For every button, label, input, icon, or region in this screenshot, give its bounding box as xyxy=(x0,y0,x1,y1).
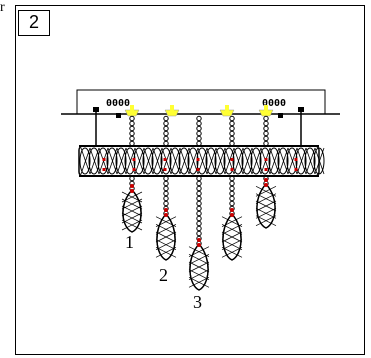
ceiling-plate xyxy=(76,89,326,115)
yellow-clip-2 xyxy=(164,105,180,117)
hanging-chains xyxy=(129,115,269,247)
plate-right-label: 0000 xyxy=(262,98,286,109)
crystal-drop-2 xyxy=(155,212,177,261)
pendant-label-1: 1 xyxy=(125,232,134,252)
chain-3 xyxy=(196,115,202,247)
plate-screw-left xyxy=(116,113,121,118)
plate-left-label: 0000 xyxy=(106,98,130,109)
yellow-clip-4 xyxy=(258,105,274,117)
pendant-label-3: 3 xyxy=(193,292,202,312)
yellow-clip-1 xyxy=(124,105,140,117)
step-number-box: 2 xyxy=(18,10,50,36)
crystal-drop-5 xyxy=(255,182,277,229)
crystal-drop-1 xyxy=(121,188,143,233)
crystal-drop-3 xyxy=(188,242,210,291)
plate-screw-right xyxy=(278,113,283,118)
pendant-label-2: 2 xyxy=(159,265,168,285)
crystal-ring xyxy=(78,145,325,177)
crystal-drop-4 xyxy=(221,212,243,261)
edge-mark: r xyxy=(0,0,5,15)
yellow-clips xyxy=(124,105,274,117)
step-frame xyxy=(15,5,365,355)
crystal-drops xyxy=(121,182,277,291)
